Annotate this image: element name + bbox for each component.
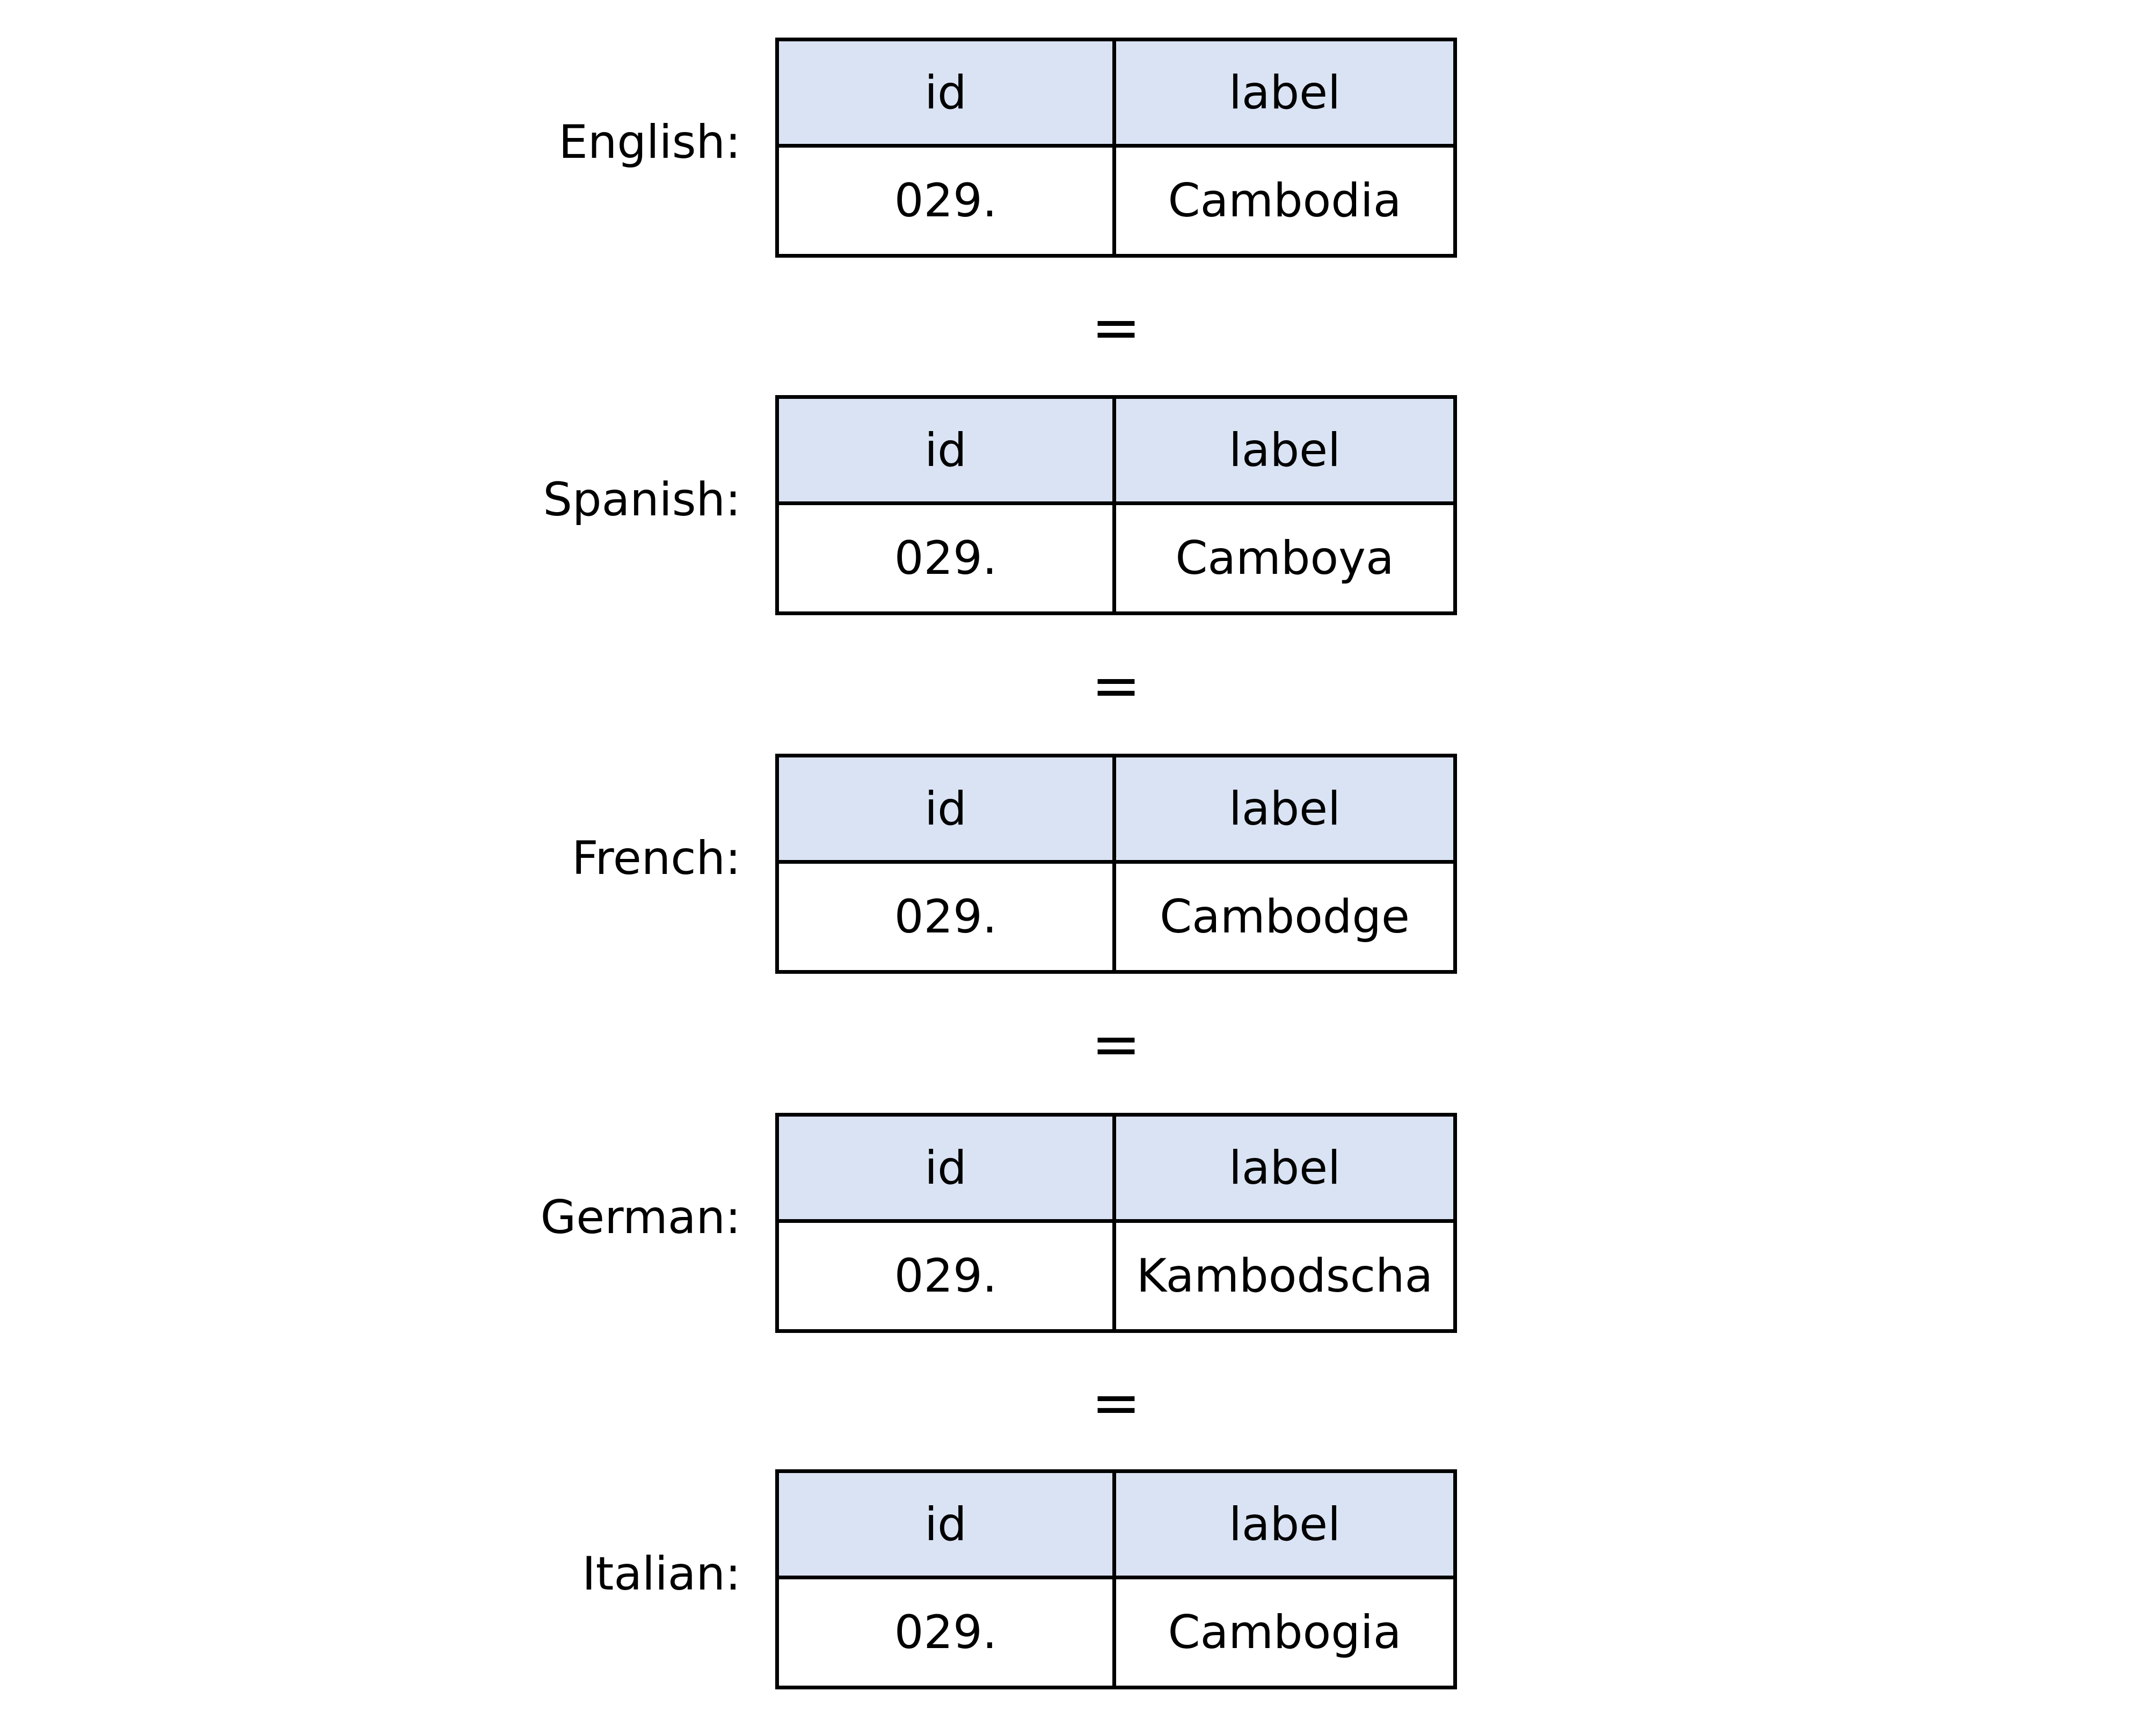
label-cell: Cambogia <box>1168 1606 1402 1659</box>
header-cell-id: id <box>779 757 1116 864</box>
language-label-german: German: <box>540 1191 741 1244</box>
table-italian: id label 029. Cambogia <box>775 1469 1457 1689</box>
equals-sign: = <box>1091 1368 1141 1437</box>
language-label-english: English: <box>558 115 741 169</box>
equals-sign: = <box>1091 293 1141 362</box>
language-label-italian: Italian: <box>582 1547 741 1601</box>
id-cell: 029. <box>779 864 1116 970</box>
id-cell: 029. <box>779 1579 1116 1686</box>
id-cell: 029. <box>779 148 1116 254</box>
header-cell-label: label <box>1116 1473 1453 1579</box>
header-cell-label: label <box>1116 1117 1453 1223</box>
header-cell-id: id <box>779 1117 1116 1223</box>
header-cell-id: id <box>779 1473 1116 1579</box>
table-german: id label 029. Kambodscha <box>775 1113 1457 1333</box>
language-label-french: French: <box>572 832 741 885</box>
label-cell: Cambodia <box>1168 174 1402 228</box>
id-cell: 029. <box>779 505 1116 611</box>
table-spanish: id label 029. Camboya <box>775 395 1457 615</box>
header-cell-label: label <box>1116 757 1453 864</box>
table-french: id label 029. Cambodge <box>775 754 1457 974</box>
label-cell: Cambodge <box>1160 890 1410 944</box>
header-cell-id: id <box>779 399 1116 505</box>
header-cell-label: label <box>1116 399 1453 505</box>
label-cell: Kambodscha <box>1136 1249 1433 1303</box>
language-label-spanish: Spanish: <box>543 473 741 527</box>
equals-sign: = <box>1091 651 1141 720</box>
header-cell-label: label <box>1116 41 1453 148</box>
equals-sign: = <box>1091 1010 1141 1078</box>
label-cell: Camboya <box>1175 531 1394 585</box>
id-cell: 029. <box>779 1223 1116 1329</box>
header-cell-id: id <box>779 41 1116 148</box>
table-english: id label 029. Cambodia <box>775 38 1457 258</box>
